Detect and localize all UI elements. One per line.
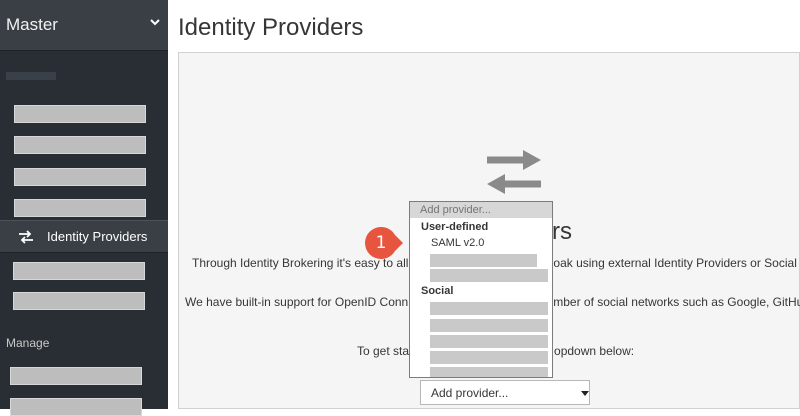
add-provider-select[interactable]: Add provider... (420, 380, 590, 405)
add-provider-dropdown[interactable]: Add provider... User-defined SAML v2.0 S… (409, 201, 553, 378)
sidebar-item-redacted[interactable] (13, 292, 145, 310)
callout-marker-icon (365, 226, 403, 260)
dropdown-header-label: Add provider... (420, 204, 491, 216)
main-content: Identity Providers rs Through Identity B… (168, 0, 800, 409)
option-saml[interactable]: SAML v2.0 (431, 237, 485, 249)
description-line-2: We have built-in support for OpenID Conn… (185, 295, 800, 309)
select-value: Add provider... (431, 386, 509, 400)
option-redacted[interactable] (430, 319, 548, 332)
chevron-down-icon (150, 19, 160, 26)
dropdown-header[interactable]: Add provider... (410, 202, 552, 218)
sidebar: Master Identity Providers Manage (0, 0, 168, 416)
option-redacted[interactable] (430, 269, 548, 282)
caret-down-icon (581, 391, 589, 396)
sidebar-item-redacted[interactable] (10, 398, 142, 416)
sidebar-item-identity-providers[interactable]: Identity Providers (0, 220, 168, 253)
description-line-1: Through Identity Brokering it's easy to … (192, 256, 797, 270)
empty-state-title: rs (552, 218, 572, 245)
callout-number: 1 (375, 233, 387, 253)
section-label-manage: Manage (6, 336, 50, 350)
option-redacted[interactable] (430, 302, 548, 315)
group-social: Social (421, 285, 454, 297)
sidebar-item-redacted[interactable] (14, 168, 146, 186)
option-redacted[interactable] (430, 254, 537, 267)
exchange-arrows-icon (487, 150, 541, 194)
exchange-arrows-icon (19, 230, 33, 244)
section-label-redacted (6, 72, 56, 80)
sidebar-item-redacted[interactable] (14, 136, 146, 154)
option-redacted[interactable] (430, 335, 548, 348)
sidebar-item-redacted[interactable] (13, 262, 145, 280)
sidebar-item-redacted[interactable] (10, 367, 142, 385)
sidebar-item-label: Identity Providers (47, 229, 148, 244)
sidebar-item-redacted[interactable] (14, 199, 146, 217)
page-title: Identity Providers (178, 14, 364, 41)
realm-selector[interactable]: Master (0, 0, 168, 51)
realm-name: Master (6, 15, 58, 34)
option-redacted[interactable] (430, 367, 548, 377)
sidebar-item-redacted[interactable] (14, 105, 146, 123)
step-callout: 1 (362, 225, 404, 261)
option-redacted[interactable] (430, 351, 548, 364)
group-user-defined: User-defined (421, 221, 489, 233)
